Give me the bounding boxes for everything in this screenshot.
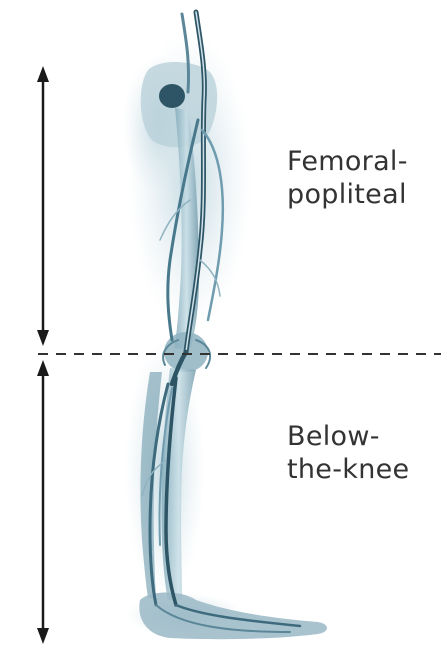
femoral-head (159, 84, 185, 108)
femoral-popliteal-label: Femoral- popliteal (287, 145, 408, 211)
femoral-popliteal-extent-arrow (37, 66, 49, 346)
femoral-popliteal-label-line2: popliteal (287, 178, 408, 211)
below-the-knee-extent-arrow (37, 360, 49, 644)
below-the-knee-label-line2: the-knee (287, 453, 409, 486)
below-the-knee-label-line1: Below- (287, 420, 409, 453)
arrowhead-up-icon (37, 360, 49, 376)
arrowhead-down-icon (37, 628, 49, 644)
femoral-popliteal-label-line1: Femoral- (287, 145, 408, 178)
arrowhead-down-icon (37, 330, 49, 346)
foot-shape (139, 593, 327, 640)
below-the-knee-label: Below- the-knee (287, 420, 409, 486)
arrowhead-up-icon (37, 66, 49, 82)
leg-vascular-illustration (122, 12, 327, 639)
